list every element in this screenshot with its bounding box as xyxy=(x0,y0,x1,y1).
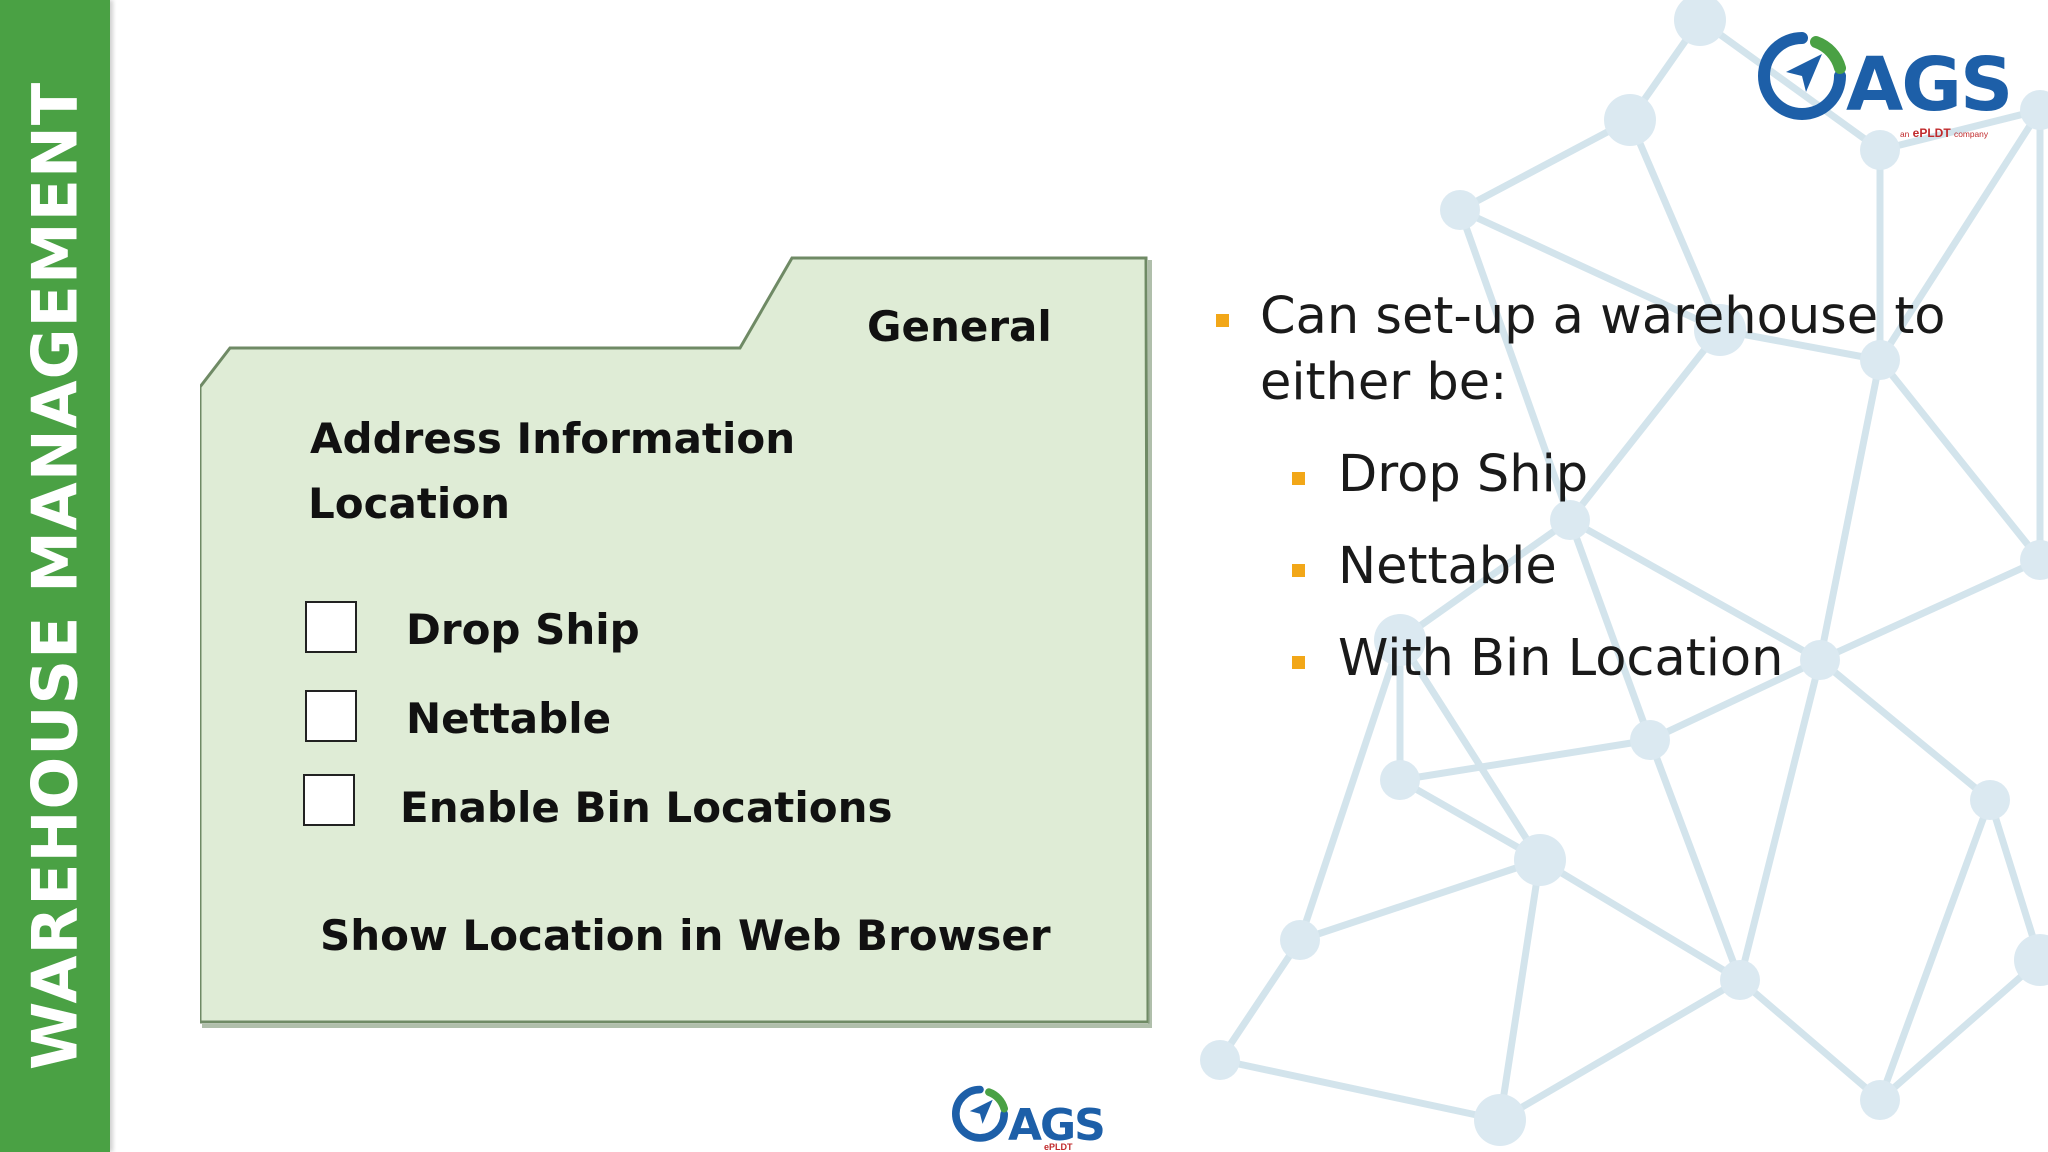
network-edge xyxy=(1877,357,2043,563)
ags-wordmark: AGS xyxy=(1008,1100,1106,1151)
sub-bullet-text: Drop Ship xyxy=(1338,445,1589,504)
tagline-brand: ePLDT xyxy=(1044,1142,1073,1152)
ags-logo-footer: AGS ePLDT xyxy=(952,1084,1106,1152)
tagline-prefix: an xyxy=(1900,129,1910,139)
enable-bin-locations-label: Enable Bin Locations xyxy=(400,783,893,832)
folder-shadow xyxy=(202,260,1152,1028)
network-node xyxy=(1440,190,1480,230)
network-edge xyxy=(1697,17,1883,153)
network-edge xyxy=(1458,206,1722,334)
network-edge xyxy=(1399,736,1651,784)
network-edge xyxy=(1816,359,1884,661)
ags-logo: AGS an ePLDT company xyxy=(1758,30,2013,142)
network-node xyxy=(1970,780,2010,820)
network-edge xyxy=(1496,859,1544,1121)
sub-bullet-text: With Bin Location xyxy=(1338,629,1784,688)
network-edge xyxy=(1296,638,1404,942)
tagline-brand: ePLDT xyxy=(1912,126,1951,140)
network-node xyxy=(1374,614,1426,666)
ags-tagline: an ePLDT company xyxy=(1900,126,1988,140)
bullet-marker xyxy=(1216,314,1229,327)
network-edge xyxy=(1879,106,2041,154)
network-node xyxy=(1380,760,1420,800)
network-edge xyxy=(1648,656,1822,744)
sidebar-band: WAREHOUSE MANAGEMENT xyxy=(0,0,110,1152)
network-edge xyxy=(1817,657,1993,803)
network-edge xyxy=(1398,776,1542,864)
network-edge xyxy=(1877,957,2043,1103)
bullet-list: Can set-up a warehouse to either be: Dro… xyxy=(1210,284,2030,692)
network-edge xyxy=(1219,1056,1501,1124)
ags-tagline: ePLDT xyxy=(1044,1142,1073,1152)
show-location-in-web-browser-link[interactable]: Show Location in Web Browser xyxy=(320,911,1051,960)
bullet-marker xyxy=(1292,564,1305,577)
enable-bin-locations-checkbox[interactable] xyxy=(303,774,355,826)
folder-panel xyxy=(200,256,1152,1028)
network-edge xyxy=(1737,977,1883,1103)
folder-tab-general[interactable]: General xyxy=(867,302,1052,351)
network-edge xyxy=(1397,517,1573,643)
network-edge xyxy=(1877,108,2043,362)
network-node xyxy=(1514,834,1566,886)
sidebar-title: WAREHOUSE MANAGEMENT xyxy=(18,81,92,1071)
network-node xyxy=(1800,640,1840,680)
bullet-main-line2: either be: xyxy=(1260,353,1508,412)
bullet-marker xyxy=(1292,656,1305,669)
address-information-label: Address Information xyxy=(310,414,796,463)
location-label: Location xyxy=(308,479,511,528)
network-node xyxy=(1280,920,1320,960)
network-node xyxy=(1630,720,1670,760)
network-edge xyxy=(1397,638,1543,862)
network-node xyxy=(1860,340,1900,380)
sub-bullet-bin-location: With Bin Location xyxy=(1210,626,2030,692)
network-node xyxy=(1200,1040,1240,1080)
network-node xyxy=(2014,934,2048,986)
network-node xyxy=(1604,94,1656,146)
network-edge xyxy=(1217,938,1303,1062)
network-edge xyxy=(1818,556,2042,664)
network-edge xyxy=(1538,856,1742,984)
network-node xyxy=(1694,304,1746,356)
network-edge xyxy=(1719,326,1881,364)
network-edge xyxy=(1298,856,1542,944)
network-edge xyxy=(1566,518,1654,742)
network-node xyxy=(1720,960,1760,1000)
network-edge xyxy=(1876,798,1994,1102)
network-node xyxy=(1860,130,1900,170)
network-node xyxy=(1674,0,1726,46)
sub-bullet-nettable: Nettable xyxy=(1210,534,2030,600)
bullet-marker xyxy=(1292,472,1305,485)
network-edge xyxy=(1736,659,1824,981)
ags-compass-icon xyxy=(952,1085,1008,1142)
network-node xyxy=(2020,90,2048,130)
ags-compass-icon xyxy=(1758,32,1846,120)
drop-ship-checkbox[interactable] xyxy=(305,601,357,653)
network-edge xyxy=(1567,327,1723,523)
network-edge xyxy=(1498,976,1742,1124)
network-edge xyxy=(1456,208,1574,522)
network-node xyxy=(1474,1094,1526,1146)
ags-wordmark: AGS xyxy=(1846,42,2013,128)
bullet-main: Can set-up a warehouse to either be: xyxy=(1210,284,2030,416)
sub-bullet-text: Nettable xyxy=(1338,537,1557,596)
folder-shape xyxy=(200,256,1150,1024)
bullet-main-line1: Can set-up a warehouse to xyxy=(1260,287,1946,346)
drop-ship-label: Drop Ship xyxy=(406,605,640,654)
network-node xyxy=(1550,500,1590,540)
network-edge xyxy=(1986,798,2044,962)
nettable-label: Nettable xyxy=(406,694,612,743)
nettable-checkbox[interactable] xyxy=(305,690,357,742)
network-node xyxy=(2020,540,2048,580)
network-node xyxy=(1860,1080,1900,1120)
network-edge xyxy=(1646,738,1744,982)
network-edge xyxy=(1458,116,1632,214)
network-edge xyxy=(1626,118,1724,332)
tagline-suffix: company xyxy=(1954,129,1989,139)
network-edge xyxy=(1568,516,1822,664)
sub-bullet-drop-ship: Drop Ship xyxy=(1210,442,2030,508)
